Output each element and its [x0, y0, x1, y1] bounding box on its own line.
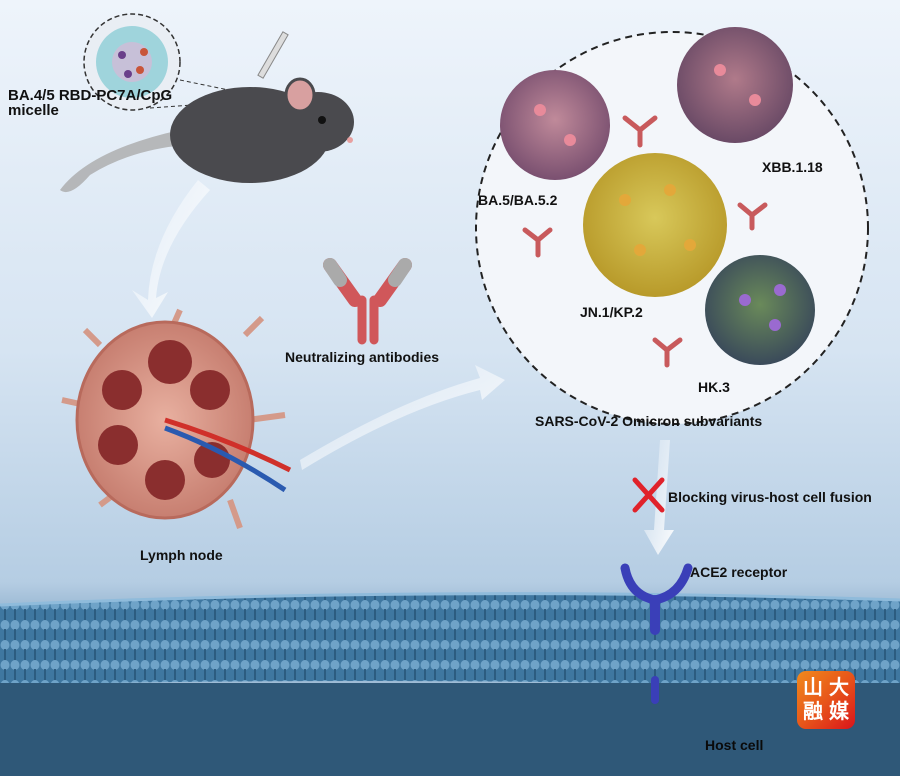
virus-ba5 [500, 70, 610, 180]
logo-char: 大 [829, 677, 849, 699]
virus-panel [475, 27, 869, 425]
host-cell-interior [0, 683, 900, 776]
variant-jn1-label: JN.1/KP.2 [580, 304, 643, 320]
ace2-receptor-icon [620, 563, 693, 704]
logo-char: 山 [803, 677, 823, 699]
variant-hk3-label: HK.3 [698, 379, 730, 395]
blocking-label: Blocking virus-host cell fusion [668, 489, 872, 505]
logo-char: 融 [803, 701, 823, 723]
logo-char: 媒 [829, 701, 849, 723]
vaccine-label: BA.4/5 RBD-PC7A/CpG [8, 87, 173, 104]
host-cell-label: Host cell [705, 737, 764, 753]
virus-hk3 [705, 255, 815, 365]
variant-ba5-label: BA.5/BA.5.2 [478, 192, 558, 208]
antibody-icon [323, 258, 412, 345]
arrow-lymph-to-antibodies [300, 365, 505, 470]
virus-xbb [677, 27, 793, 143]
arrow-mouse-to-lymph [132, 180, 210, 318]
omicron-label: SARS-CoV-2 Omicron subvariants [535, 413, 763, 429]
antibodies-label: Neutralizing antibodies [285, 349, 440, 365]
lymph-node-illustration [61, 308, 292, 530]
media-logo: 山大融媒 [797, 671, 855, 729]
lymph-node-label: Lymph node [140, 547, 223, 563]
block-x-icon [632, 477, 665, 513]
arrow-virus-to-receptor [644, 440, 674, 555]
mouse-illustration [60, 31, 354, 193]
vaccine-label-line2: micelle [8, 102, 59, 119]
variant-xbb-label: XBB.1.18 [762, 159, 823, 175]
ace2-label: ACE2 receptor [690, 564, 788, 580]
cell-membrane [0, 592, 900, 690]
virus-jn1 [583, 153, 727, 297]
